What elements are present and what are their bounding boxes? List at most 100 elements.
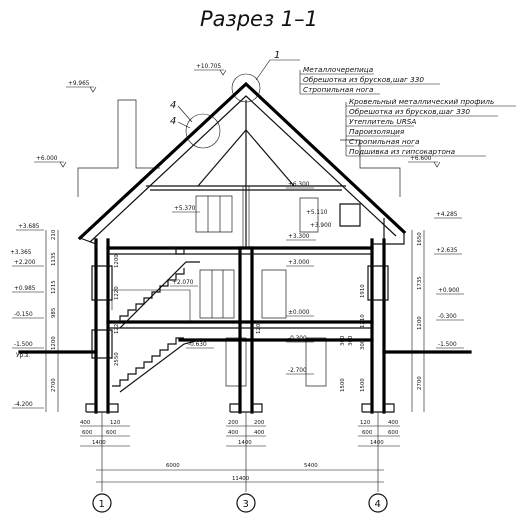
vdim-right-1650: 1650 bbox=[417, 232, 423, 246]
hdim-right-400: 400 bbox=[388, 420, 399, 426]
drawing-title: Разрез 1–1 bbox=[200, 7, 318, 31]
note-metal-profile: Кровельный металлический профиль bbox=[349, 97, 494, 106]
note-rafter-2: Стропильная нога bbox=[349, 137, 419, 146]
level-3900: +3.900 bbox=[310, 223, 332, 229]
axis-marker-1 bbox=[92, 493, 112, 513]
level-minus-0630: -0.630 bbox=[188, 342, 207, 348]
vdim-left-1200: 1200 bbox=[51, 336, 57, 350]
hdim-left-600b: 600 bbox=[106, 430, 117, 436]
eave-detail-circle bbox=[185, 113, 221, 149]
hdim-mid-400b: 400 bbox=[254, 430, 265, 436]
level-6300: +6.300 bbox=[288, 182, 310, 188]
vdim-right-2700: 2700 bbox=[417, 376, 423, 390]
hdim-left-600a: 600 bbox=[82, 430, 93, 436]
roof-note-leaders bbox=[299, 70, 516, 157]
level-minus-1500: -1.500 bbox=[14, 342, 33, 348]
vdim-left-985: 985 bbox=[51, 308, 57, 318]
level-5110: +5.110 bbox=[306, 210, 328, 216]
hdim-right-600b: 600 bbox=[388, 430, 399, 436]
level-minus-0300b: -0.300 bbox=[288, 336, 307, 342]
hdim-right-120: 120 bbox=[360, 420, 371, 426]
roof bbox=[77, 73, 407, 248]
vdim-center-300b: 300 bbox=[348, 335, 354, 346]
level-6600: +6.600 bbox=[410, 156, 432, 162]
structure bbox=[18, 203, 472, 414]
note-battens-2: Обрешотка из брусков,шаг 330 bbox=[349, 107, 470, 116]
axis-label-1: 1 bbox=[99, 499, 105, 510]
dimension-lines bbox=[45, 230, 425, 492]
axis-marker-3 bbox=[236, 493, 256, 513]
hdim-mid-200a: 200 bbox=[228, 420, 239, 426]
level-minus-1500b: -1.500 bbox=[438, 342, 457, 348]
level-3685: +3.685 bbox=[18, 224, 40, 230]
hdim-left-400: 400 bbox=[80, 420, 91, 426]
axis-label-3: 3 bbox=[243, 499, 249, 510]
axis-markers: 1 3 4 bbox=[92, 493, 388, 513]
ground-level-label: Ур.з. bbox=[16, 353, 30, 359]
hdim-span-5400: 5400 bbox=[304, 463, 318, 469]
level-2200: +2.200 bbox=[14, 260, 36, 266]
vdim-right-1200: 1200 bbox=[417, 316, 423, 330]
level-3300: +3.300 bbox=[288, 234, 310, 240]
vdim-left-1135: 1135 bbox=[51, 252, 57, 266]
hdim-mid-400a: 400 bbox=[228, 430, 239, 436]
level-marks: +9.965 +10.705 +6.000 +6.600 +6.300 +5.3… bbox=[10, 64, 464, 409]
vdim-left-1215: 1215 bbox=[51, 280, 57, 294]
vdim-rinner-1210: 1210 bbox=[360, 314, 366, 328]
level-10705: +10.705 bbox=[196, 64, 221, 70]
vdim-center-1200: 1200 bbox=[256, 320, 262, 334]
roof-notes-metal-tile: Металлочерепица Обрешотка из брусков,шаг… bbox=[303, 65, 424, 94]
vdim-rinner-1500: 1500 bbox=[360, 378, 366, 392]
level-3000: +3.000 bbox=[288, 260, 310, 266]
level-6000: +6.000 bbox=[36, 156, 58, 162]
note-metal-tile: Металлочерепица bbox=[303, 65, 373, 74]
hdim-total-11400: 11400 bbox=[232, 476, 250, 482]
level-2635: +2.635 bbox=[436, 248, 458, 254]
note-rafter-1: Стропильная нога bbox=[303, 85, 373, 94]
level-4285: +4.285 bbox=[436, 212, 458, 218]
vdim-inner-1220b: 1220 bbox=[114, 320, 120, 334]
vdim-left-210: 210 bbox=[51, 229, 57, 240]
ridge-detail-circle bbox=[231, 73, 261, 103]
hdim-right-600a: 600 bbox=[362, 430, 373, 436]
callout-1: 1 bbox=[274, 50, 280, 61]
hdim-left-1400: 1400 bbox=[92, 440, 106, 446]
level-minus-4200: -4.200 bbox=[14, 402, 33, 408]
hdim-mid-200b: 200 bbox=[254, 420, 265, 426]
callout-4a: 4 bbox=[170, 100, 176, 111]
callout-4b: 4 bbox=[170, 116, 176, 127]
level-9965: +9.965 bbox=[68, 81, 90, 87]
note-insulation: Утеплитель URSA bbox=[349, 117, 416, 126]
vdim-center-1500: 1500 bbox=[340, 378, 346, 392]
vdim-left-2700: 2700 bbox=[51, 378, 57, 392]
hdim-right-1400: 1400 bbox=[370, 440, 384, 446]
level-0900: +0.900 bbox=[438, 288, 460, 294]
vertical-dim-labels: 210 1135 1215 985 1200 2700 1200 1220 12… bbox=[51, 229, 423, 392]
level-minus-2700: -2.700 bbox=[288, 368, 307, 374]
vdim-inner-1220a: 1220 bbox=[114, 286, 120, 300]
vdim-inner-1200: 1200 bbox=[114, 254, 120, 268]
vdim-rinner-300: 300 bbox=[360, 339, 366, 350]
level-0985: +0.985 bbox=[14, 286, 36, 292]
level-0000: ±0.000 bbox=[288, 310, 310, 316]
hdim-mid-1400: 1400 bbox=[238, 440, 252, 446]
vdim-rinner-1910: 1910 bbox=[360, 284, 366, 298]
note-drywall: Подшивка из гипсокартона bbox=[349, 147, 455, 156]
level-minus-0150: -0.150 bbox=[14, 312, 33, 318]
note-vapor-barrier: Пароизоляция bbox=[349, 127, 405, 136]
hdim-left-120: 120 bbox=[110, 420, 121, 426]
level-minus-0300: -0.300 bbox=[438, 314, 457, 320]
callouts: 1 4 4 bbox=[170, 50, 300, 129]
axis-label-4: 4 bbox=[375, 499, 381, 510]
hdim-span-6000: 6000 bbox=[166, 463, 180, 469]
vdim-inner-2550: 2550 bbox=[114, 352, 120, 366]
note-battens-1: Обрешотка из брусков,шаг 330 bbox=[303, 75, 424, 84]
vdim-right-1735: 1735 bbox=[417, 276, 423, 290]
axis-marker-4 bbox=[368, 493, 388, 513]
level-2070: +2.070 bbox=[172, 280, 194, 286]
horizontal-dim-labels: 400 120 600 600 1400 200 200 400 400 140… bbox=[80, 420, 399, 482]
level-3365: +3.365 bbox=[10, 250, 32, 256]
level-5370: +5.370 bbox=[174, 206, 196, 212]
roof-notes-profile: Кровельный металлический профиль Обрешот… bbox=[349, 97, 494, 156]
